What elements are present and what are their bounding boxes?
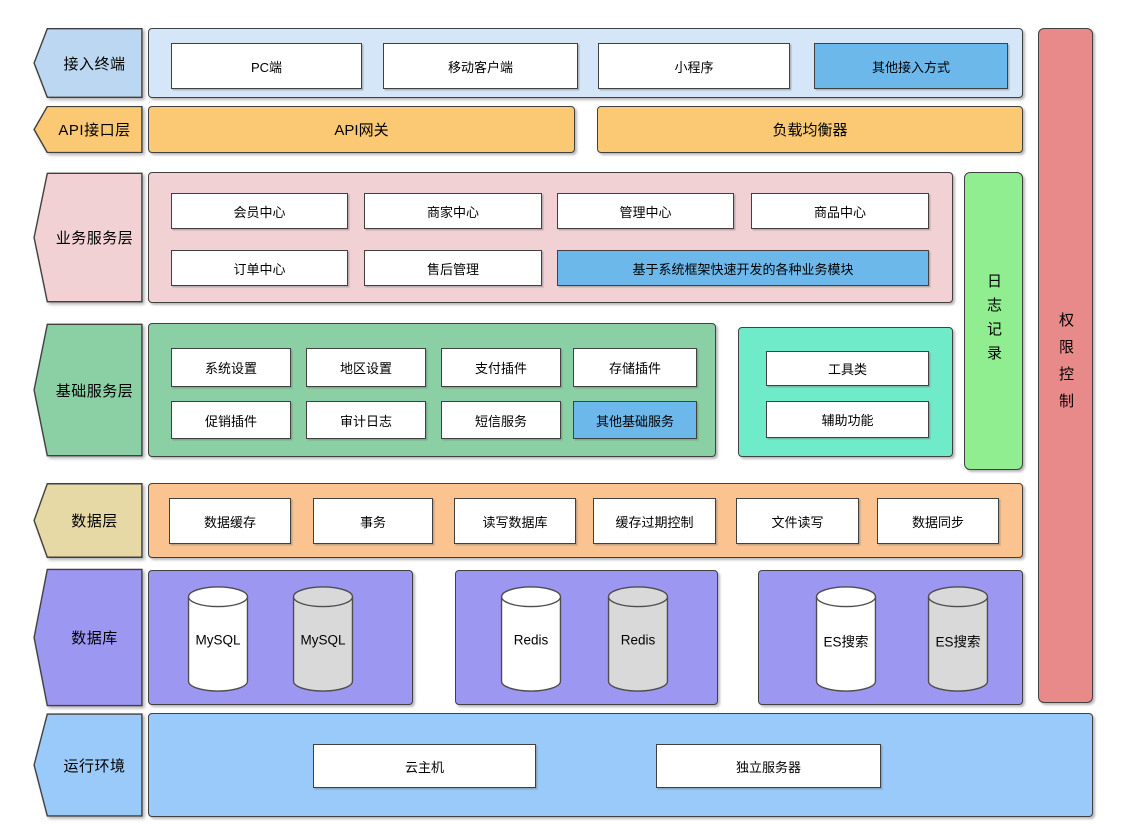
pentagon-shape [33, 483, 143, 558]
database-cylinder-icon [815, 586, 877, 692]
node-rw-database: 读写数据库 [454, 498, 576, 544]
node-system-settings: 系统设置 [171, 348, 291, 387]
foundation-layer-container: 系统设置 地区设置 支付插件 存储插件 促销插件 审计日志 短信服务 其他基础服… [148, 323, 716, 457]
node-mysql-replica: MySQL [291, 585, 355, 693]
node-file-rw: 文件读写 [736, 498, 859, 544]
node-product-center: 商品中心 [751, 193, 929, 229]
pentagon-shape [33, 28, 143, 98]
node-mysql-primary: MySQL [186, 585, 250, 693]
cylinder-label: Redis [513, 632, 549, 648]
node-order-center: 订单中心 [171, 250, 348, 286]
node-mini-program: 小程序 [598, 43, 790, 89]
database-cylinder-icon [500, 586, 562, 692]
cylinder-label: ES搜索 [935, 634, 981, 650]
layer-label-text: 数据库 [71, 630, 118, 647]
node-utility-class: 工具类 [766, 351, 929, 386]
cylinder-label: MySQL [300, 632, 346, 648]
cylinder-label: MySQL [195, 632, 241, 648]
node-es-replica: ES搜索 [926, 585, 990, 693]
pentagon-shape [33, 172, 143, 303]
node-sms-service: 短信服务 [441, 401, 561, 439]
database-cylinder-icon [927, 586, 989, 692]
node-promotion-plugin: 促销插件 [171, 401, 291, 439]
layer-label-foundation: 基础服务层 [33, 323, 143, 457]
node-cache-expiry-control: 缓存过期控制 [593, 498, 716, 544]
database-group-redis: Redis Redis [455, 570, 718, 705]
node-cloud-host: 云主机 [313, 744, 536, 788]
cylinder-label: ES搜索 [823, 634, 869, 650]
layer-label-api: API接口层 [33, 106, 143, 153]
tools-container: 工具类 辅助功能 [738, 327, 953, 457]
node-member-center: 会员中心 [171, 193, 348, 229]
business-layer-container: 会员中心 商家中心 管理中心 商品中心 订单中心 售后管理 基于系统框架快速开发… [148, 172, 953, 303]
pentagon-shape [33, 713, 143, 817]
layer-label-data: 数据层 [33, 483, 143, 558]
node-dedicated-server: 独立服务器 [656, 744, 881, 788]
node-payment-plugin: 支付插件 [441, 348, 561, 387]
layer-label-text: 基础服务层 [55, 382, 134, 400]
node-load-balancer: 负载均衡器 [597, 106, 1023, 153]
node-redis-primary: Redis [499, 585, 563, 693]
bar-permission-control: 权限控制 [1038, 28, 1093, 703]
layer-label-text: 业务服务层 [55, 230, 134, 247]
node-custom-business-modules: 基于系统框架快速开发的各种业务模块 [557, 250, 929, 286]
layer-label-access: 接入终端 [33, 28, 143, 98]
layer-label-database: 数据库 [33, 568, 143, 707]
node-data-sync: 数据同步 [877, 498, 999, 544]
pentagon-shape [33, 106, 143, 153]
bar-permission-control-text: 权限控制 [1057, 311, 1074, 420]
access-layer-container: PC端 移动客户端 小程序 其他接入方式 [148, 28, 1023, 98]
layer-label-text: 接入终端 [63, 55, 126, 73]
database-group-es: ES搜索 ES搜索 [758, 570, 1023, 705]
node-storage-plugin: 存储插件 [573, 348, 697, 387]
node-pc: PC端 [171, 43, 362, 89]
database-group-mysql: MySQL MySQL [148, 570, 413, 705]
layer-label-runtime: 运行环境 [33, 713, 143, 817]
layer-label-text: 运行环境 [63, 757, 126, 775]
database-cylinder-icon [607, 586, 669, 692]
node-other-access: 其他接入方式 [814, 43, 1008, 89]
node-admin-center: 管理中心 [557, 193, 734, 229]
node-transaction: 事务 [313, 498, 433, 544]
database-cylinder-icon [187, 586, 249, 692]
bar-log-record: 日志记录 [964, 172, 1023, 470]
pentagon-shape [33, 568, 143, 707]
database-cylinder-icon [292, 586, 354, 692]
node-mobile-client: 移动客户端 [383, 43, 578, 89]
node-merchant-center: 商家中心 [364, 193, 542, 229]
node-auxiliary-function: 辅助功能 [766, 401, 929, 438]
node-region-settings: 地区设置 [306, 348, 426, 387]
node-audit-log: 审计日志 [306, 401, 426, 439]
layer-label-text: 数据层 [71, 513, 118, 530]
node-es-primary: ES搜索 [814, 585, 878, 693]
layer-label-text: API接口层 [58, 122, 131, 139]
node-data-cache: 数据缓存 [169, 498, 291, 544]
node-other-foundation-services: 其他基础服务 [573, 401, 697, 439]
node-aftersale-management: 售后管理 [364, 250, 542, 286]
pentagon-shape [33, 323, 143, 457]
runtime-layer-container: 云主机 独立服务器 [148, 713, 1093, 817]
node-api-gateway: API网关 [148, 106, 575, 153]
cylinder-label: Redis [620, 632, 656, 648]
data-layer-container: 数据缓存 事务 读写数据库 缓存过期控制 文件读写 数据同步 [148, 483, 1023, 558]
layer-label-business: 业务服务层 [33, 172, 143, 303]
bar-log-record-text: 日志记录 [985, 273, 1002, 369]
node-redis-replica: Redis [606, 585, 670, 693]
